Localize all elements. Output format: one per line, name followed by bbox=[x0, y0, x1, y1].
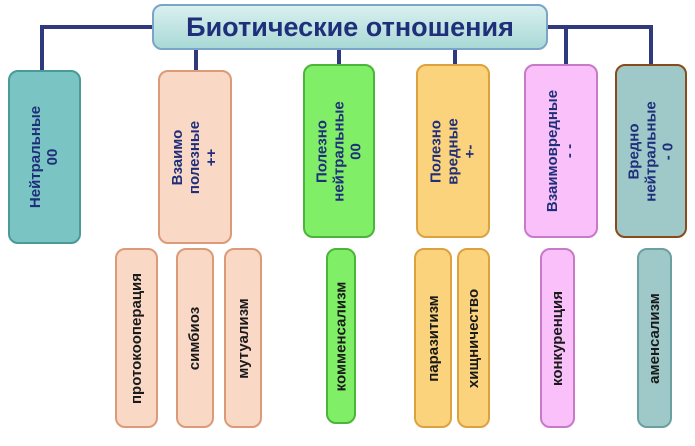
example-amensalism: аменсализм bbox=[637, 248, 672, 428]
category-label: Вредно нейтральные - 0 bbox=[625, 100, 677, 202]
example-predation: хищничество bbox=[457, 248, 490, 428]
category-mutually-beneficial: Взаимо полезные ++ bbox=[158, 70, 232, 244]
example-competition: конкуренция bbox=[540, 248, 575, 428]
diagram-title: Биотические отношения bbox=[152, 4, 548, 50]
example-protocooperation: протокооперация bbox=[115, 248, 158, 428]
category-label: Взаимо полезные ++ bbox=[169, 120, 221, 194]
example-parasitism: паразитизм bbox=[414, 248, 452, 428]
example-label: паразитизм bbox=[424, 294, 442, 382]
example-mutualism: мутуализм bbox=[224, 248, 262, 428]
example-label: конкуренция bbox=[549, 290, 567, 386]
example-label: симбиоз bbox=[186, 306, 204, 370]
example-label: мутуализм bbox=[234, 297, 252, 379]
category-mutually-harmful: Взаимовредные - - bbox=[524, 64, 598, 238]
category-beneficial-harmful: Полезно вредные +- bbox=[416, 64, 490, 238]
example-symbiosis: симбиоз bbox=[176, 248, 214, 428]
category-label: Взаимовредные - - bbox=[544, 89, 578, 213]
example-label: аменсализм bbox=[646, 292, 664, 384]
category-beneficial-neutral: Полезно нейтральные 00 bbox=[303, 64, 375, 238]
example-label: комменсализм bbox=[332, 281, 350, 391]
example-commensalism: комменсализм bbox=[326, 248, 356, 424]
example-label: протокооперация bbox=[128, 272, 145, 404]
example-label: хищничество bbox=[465, 288, 483, 388]
category-label: Полезно нейтральные 00 bbox=[313, 100, 365, 202]
category-neutral: Нейтральные 00 bbox=[8, 70, 81, 244]
category-label: Нейтральные 00 bbox=[27, 105, 62, 209]
category-label: Полезно вредные +- bbox=[427, 117, 479, 185]
category-harmful-neutral: Вредно нейтральные - 0 bbox=[615, 64, 687, 238]
